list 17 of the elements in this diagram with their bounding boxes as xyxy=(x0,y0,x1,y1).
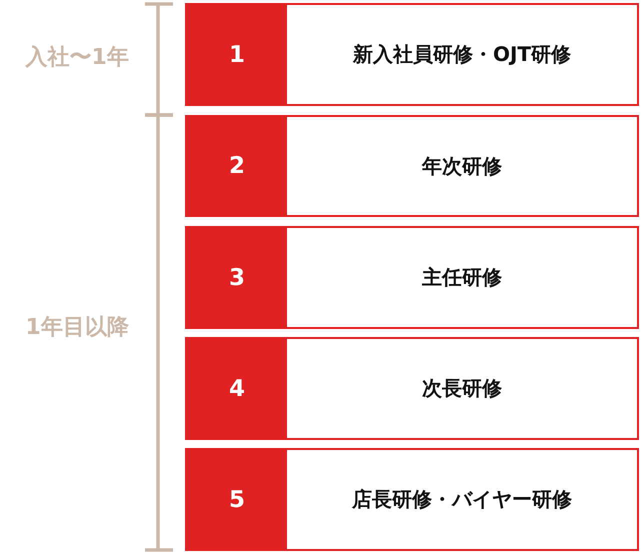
course-box xyxy=(185,3,639,106)
course-name: 年次研修 xyxy=(422,152,502,180)
period-label: 1年目以降 xyxy=(26,317,129,339)
course-box xyxy=(185,115,639,217)
course-box xyxy=(185,448,639,551)
step-number: 1 xyxy=(187,5,287,104)
step-number: 3 xyxy=(187,228,287,327)
course-name: 店長研修・バイヤー研修 xyxy=(352,486,572,513)
course-name: 新入社員研修・OJT研修 xyxy=(352,41,572,68)
course-box xyxy=(185,337,639,440)
course-box xyxy=(185,226,639,329)
period-label: 入社〜1年 xyxy=(26,47,129,69)
step-number: 2 xyxy=(187,117,287,215)
course-name: 次長研修 xyxy=(422,375,502,402)
step-number: 5 xyxy=(187,450,287,549)
course-name: 主任研修 xyxy=(422,264,502,291)
step-number: 4 xyxy=(187,339,287,438)
